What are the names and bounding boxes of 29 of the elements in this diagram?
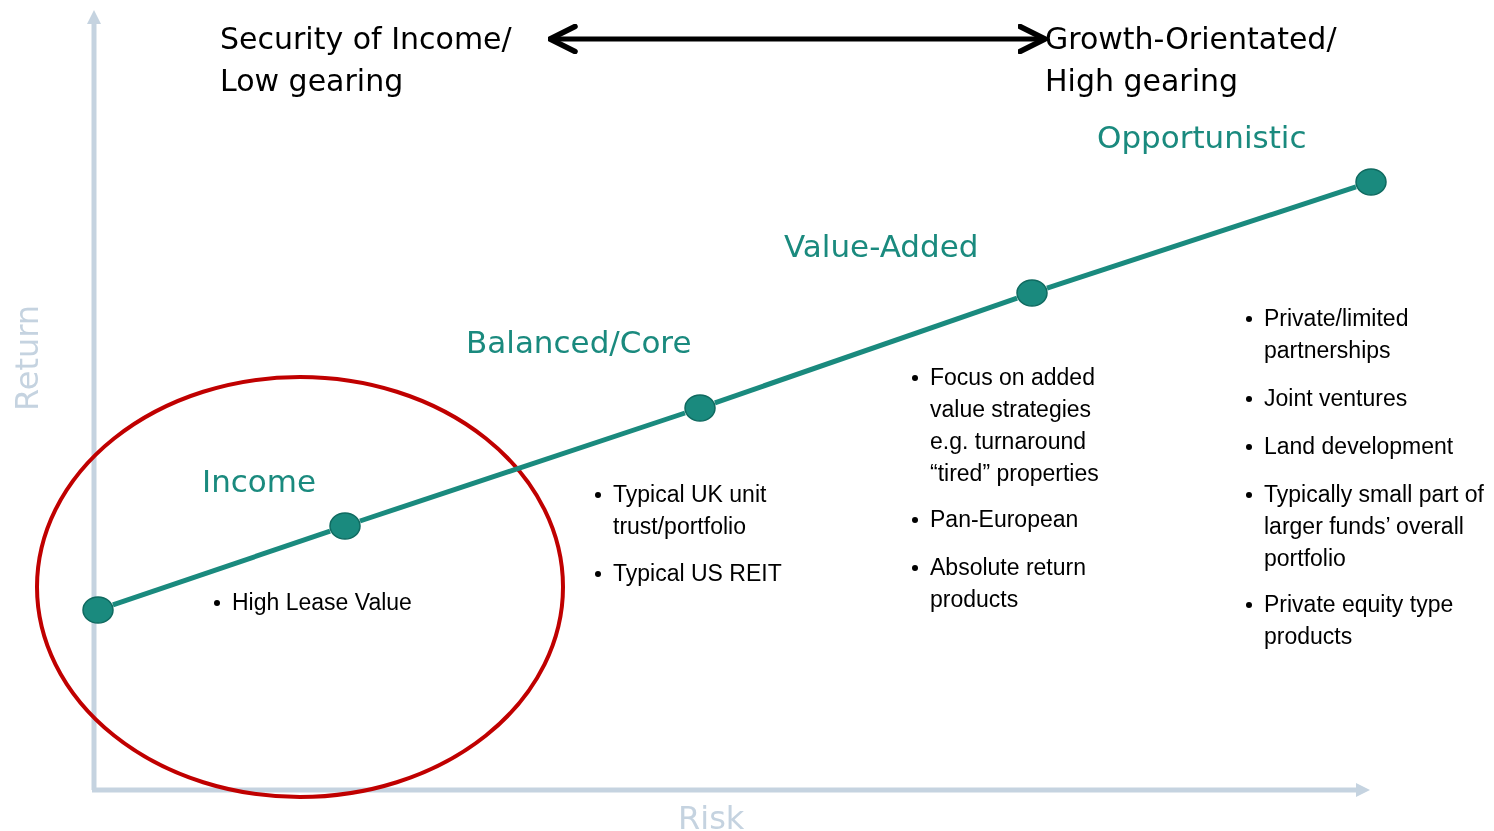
bullet-text: Typically small part of larger funds’ overall portfolio bbox=[1264, 480, 1485, 573]
bullet-text: Land development bbox=[1264, 432, 1455, 461]
point-marker bbox=[82, 596, 114, 624]
bullet-text: Focus on added value strategies e.g. turnaround “tired” properties bbox=[930, 363, 1100, 488]
heading-text: Security of Income/ Low gearing bbox=[220, 18, 550, 102]
bullet-text: Joint ventures bbox=[1264, 384, 1409, 413]
axis-label: Return bbox=[7, 304, 48, 412]
bullet-text: Private equity type products bbox=[1264, 590, 1455, 651]
point-marker bbox=[1355, 168, 1387, 196]
category-label: Income bbox=[202, 462, 317, 501]
bullet-text: Pan-European bbox=[930, 505, 1080, 534]
trend-line bbox=[1046, 184, 1357, 291]
heading-text: Growth-Orientated/ High gearing bbox=[1045, 18, 1365, 102]
trend-line bbox=[359, 410, 686, 524]
point-marker bbox=[1016, 279, 1048, 307]
point-marker bbox=[684, 394, 716, 422]
trend-line bbox=[112, 528, 331, 608]
bullet-text: Typical US REIT bbox=[613, 559, 783, 588]
bullet-text: High Lease Value bbox=[232, 588, 413, 617]
point-marker bbox=[329, 512, 361, 540]
bullet-text: Typical UK unit trust/portfolio bbox=[613, 480, 768, 541]
double-arrow bbox=[547, 23, 1048, 55]
category-label: Opportunistic bbox=[1097, 118, 1307, 157]
axis-label: Risk bbox=[678, 798, 745, 831]
category-label: Balanced/Core bbox=[466, 323, 692, 362]
category-label: Value-Added bbox=[784, 227, 979, 266]
bullet-text: Private/limited partnerships bbox=[1264, 304, 1410, 365]
trend-line bbox=[714, 295, 1018, 406]
bullet-text: Absolute return products bbox=[930, 553, 1087, 614]
